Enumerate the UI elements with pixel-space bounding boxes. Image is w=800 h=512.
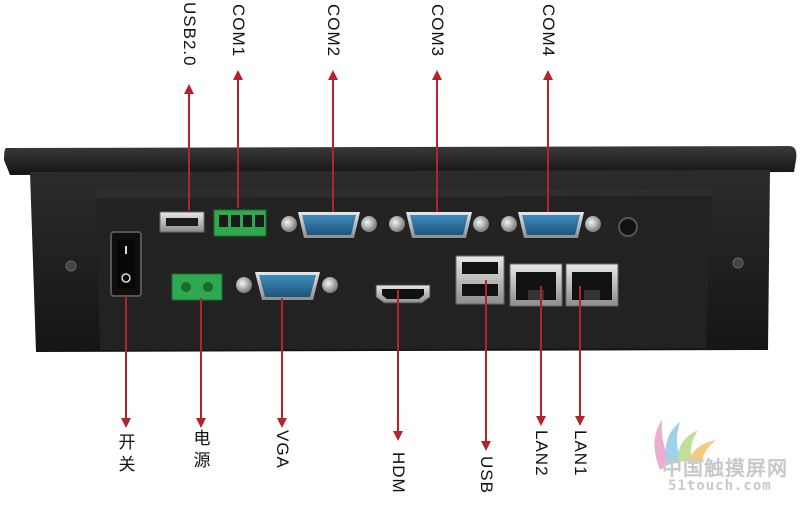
label-power-input: 电 源: [192, 428, 212, 472]
hdmi-port: [375, 284, 431, 304]
usb-dual-port: [455, 255, 505, 305]
label-power-input-char-2: 源: [193, 451, 211, 471]
label-power-switch: 开 关: [117, 432, 137, 476]
arrow-usb: [481, 280, 491, 451]
watermark-site-name: 中国触摸屏网: [662, 456, 788, 480]
label-lan2: LAN2: [532, 430, 551, 477]
callout-arrows: [121, 70, 585, 451]
label-hdmi: HDM: [389, 452, 408, 494]
arrow-lan2: [536, 286, 546, 426]
label-power-switch-char-2: 关: [118, 455, 136, 475]
com4-port: [501, 212, 601, 238]
power-input-terminal: [171, 273, 223, 301]
arrow-power-input: [196, 298, 206, 428]
usb20-port: [159, 211, 205, 233]
label-com4: COM4: [539, 4, 558, 58]
label-com1: COM1: [229, 4, 248, 58]
label-power-input-char-1: 电: [193, 429, 211, 449]
arrow-power-switch: [121, 296, 131, 428]
arrow-com3: [432, 70, 442, 212]
arrow-usb20: [184, 84, 194, 210]
front-bezel: [4, 146, 797, 175]
arrow-vga: [277, 298, 287, 428]
arrow-com1: [233, 70, 243, 208]
arrow-lan1: [575, 286, 585, 426]
watermark-url: 51touch.com: [668, 478, 772, 494]
audio-jack: [618, 217, 638, 237]
mount-screw-right: [732, 257, 744, 269]
lan2-port: [509, 263, 563, 307]
label-lan1: LAN1: [571, 430, 590, 477]
arrow-com2: [328, 70, 338, 212]
lan1-port: [565, 263, 619, 307]
mount-screw-left: [65, 260, 77, 272]
label-com3: COM3: [428, 4, 447, 58]
com2-port: [281, 212, 377, 238]
power-switch: [110, 231, 142, 297]
watermark-logo-icon: [654, 420, 716, 470]
label-com2: COM2: [324, 4, 343, 58]
vga-port: [236, 272, 338, 300]
label-vga: VGA: [273, 430, 292, 469]
label-usb: USB: [477, 456, 496, 494]
com3-port: [389, 212, 489, 238]
label-power-switch-char-1: 开: [118, 433, 136, 453]
arrow-com4: [543, 70, 553, 212]
arrow-hdmi: [393, 290, 403, 441]
label-usb20: USB2.0: [180, 2, 199, 67]
com1-terminal: [213, 209, 267, 237]
